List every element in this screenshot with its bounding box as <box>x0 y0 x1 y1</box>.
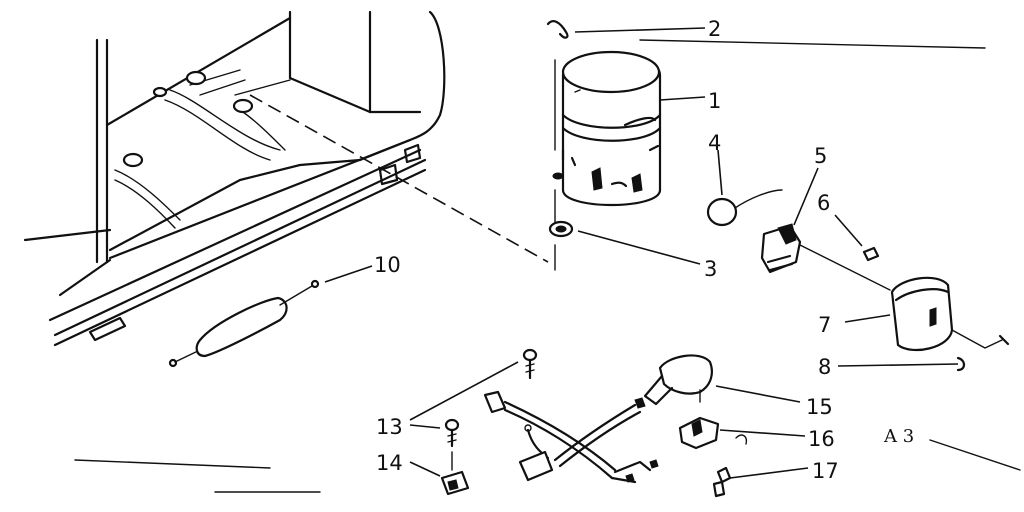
part-1-compressor <box>561 50 662 207</box>
leader-16 <box>719 429 806 437</box>
label-part-2: 2 <box>708 17 721 41</box>
label-part-8: 8 <box>818 355 831 379</box>
label-part-15: 15 <box>806 395 833 419</box>
leader-2 <box>574 27 706 33</box>
part-7-terminal-cover <box>890 276 954 352</box>
part-2-clip <box>546 20 569 39</box>
part-15-power-cord <box>643 354 713 406</box>
leader-15 <box>715 385 801 403</box>
leader-13b <box>409 424 441 429</box>
label-part-4: 4 <box>708 131 721 155</box>
leader-17 <box>729 467 809 479</box>
leader-3 <box>577 230 701 265</box>
label-part-3: 3 <box>704 257 717 281</box>
label-part-13: 13 <box>376 415 403 439</box>
label-part-16: 16 <box>808 427 835 451</box>
wiring-harness <box>483 390 659 484</box>
part-labels: 2 1 4 5 6 3 10 7 8 15 13 16 14 17 A 3 <box>374 17 914 483</box>
part-6-clip <box>862 246 880 262</box>
leader-13a <box>409 361 519 421</box>
label-part-6: 6 <box>817 191 830 215</box>
cabinet-base <box>23 10 446 347</box>
part-16-strain-relief <box>678 416 748 450</box>
part-5-relay <box>760 223 802 274</box>
label-part-14: 14 <box>376 451 403 475</box>
part-13-screw-lower <box>444 418 460 448</box>
label-part-10: 10 <box>374 253 401 277</box>
leader-14 <box>409 461 441 477</box>
leader-8 <box>837 363 959 367</box>
leader-10 <box>324 265 373 283</box>
label-part-17: 17 <box>812 459 839 483</box>
leader-7 <box>844 314 891 323</box>
sheet-code: A 3 <box>883 426 914 447</box>
part-3-grommet <box>548 220 574 238</box>
leader-6 <box>834 214 863 247</box>
part-13-screw-upper <box>522 348 538 380</box>
label-part-7: 7 <box>818 313 831 337</box>
part-8-bale-wire <box>951 329 1010 349</box>
scan-line-3 <box>929 439 1021 471</box>
leader-5 <box>793 167 819 226</box>
part-4-overload-protector <box>706 189 783 227</box>
part-14-clamp <box>440 470 470 496</box>
leader-1 <box>659 96 706 101</box>
locator-dashed-line <box>249 94 549 263</box>
part-17-clip <box>712 466 732 498</box>
part-10-drier <box>168 279 320 368</box>
leader-4 <box>717 149 723 196</box>
label-part-1: 1 <box>708 89 721 113</box>
scan-line-1 <box>74 459 271 469</box>
label-part-5: 5 <box>814 144 827 168</box>
